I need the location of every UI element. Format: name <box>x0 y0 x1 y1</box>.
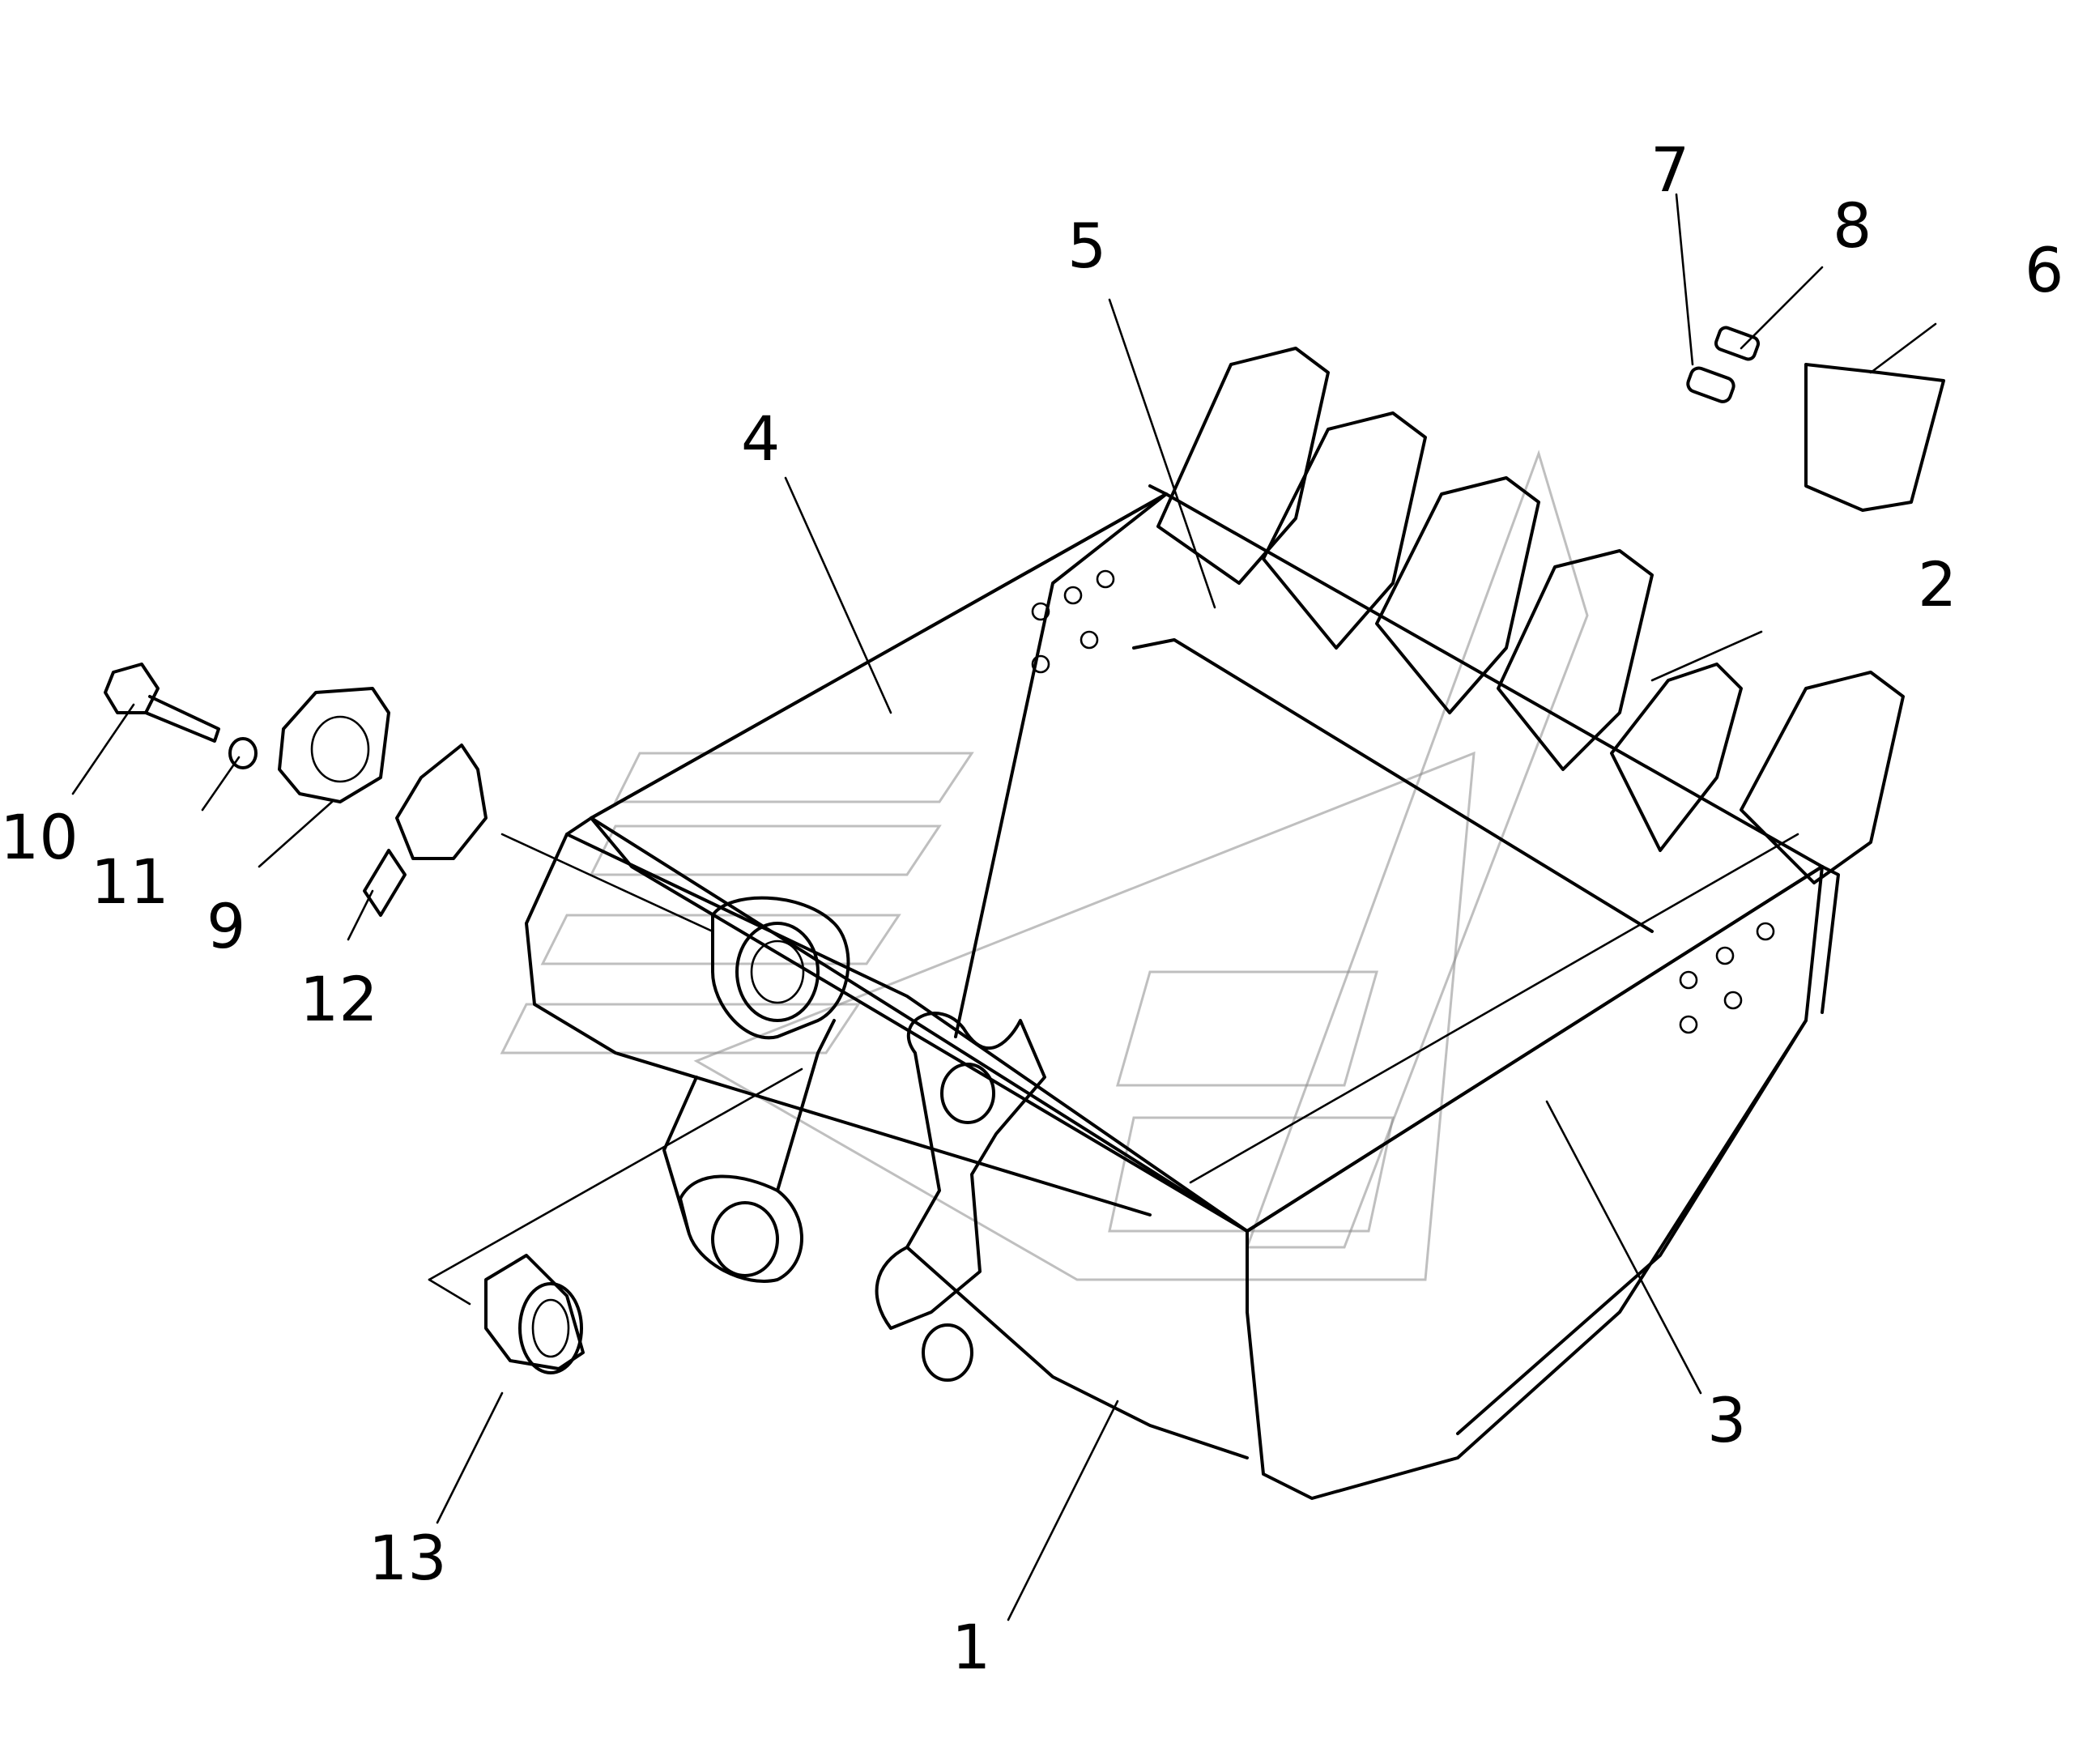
bolt-icon <box>104 663 220 743</box>
pin-icon <box>1714 326 1761 361</box>
callout-10: 10 <box>0 801 79 873</box>
flange-icon <box>278 687 390 803</box>
callout-13: 13 <box>368 1522 447 1594</box>
shim-icon <box>363 744 488 917</box>
callout-9: 9 <box>207 890 245 962</box>
leader-lines <box>71 193 1937 1621</box>
bucket-body-icon <box>525 484 1840 1500</box>
callout-6: 6 <box>2025 234 2063 306</box>
callout-7: 7 <box>1650 134 1689 206</box>
bucket-tooth-icon <box>1156 347 1945 884</box>
bushing-icon <box>484 1254 585 1374</box>
callout-12: 12 <box>300 963 378 1035</box>
callout-labels: 1 2 3 4 5 6 7 8 9 10 11 12 13 <box>0 134 2063 1683</box>
washer-icon <box>228 737 258 769</box>
callout-3: 3 <box>1707 1384 1746 1456</box>
callout-2: 2 <box>1918 548 1957 620</box>
lock-icon <box>1686 366 1735 403</box>
callout-5: 5 <box>1067 210 1106 282</box>
callout-1: 1 <box>952 1611 990 1683</box>
callout-4: 4 <box>741 403 780 475</box>
callout-11: 11 <box>91 846 169 918</box>
callout-8: 8 <box>1833 190 1872 262</box>
